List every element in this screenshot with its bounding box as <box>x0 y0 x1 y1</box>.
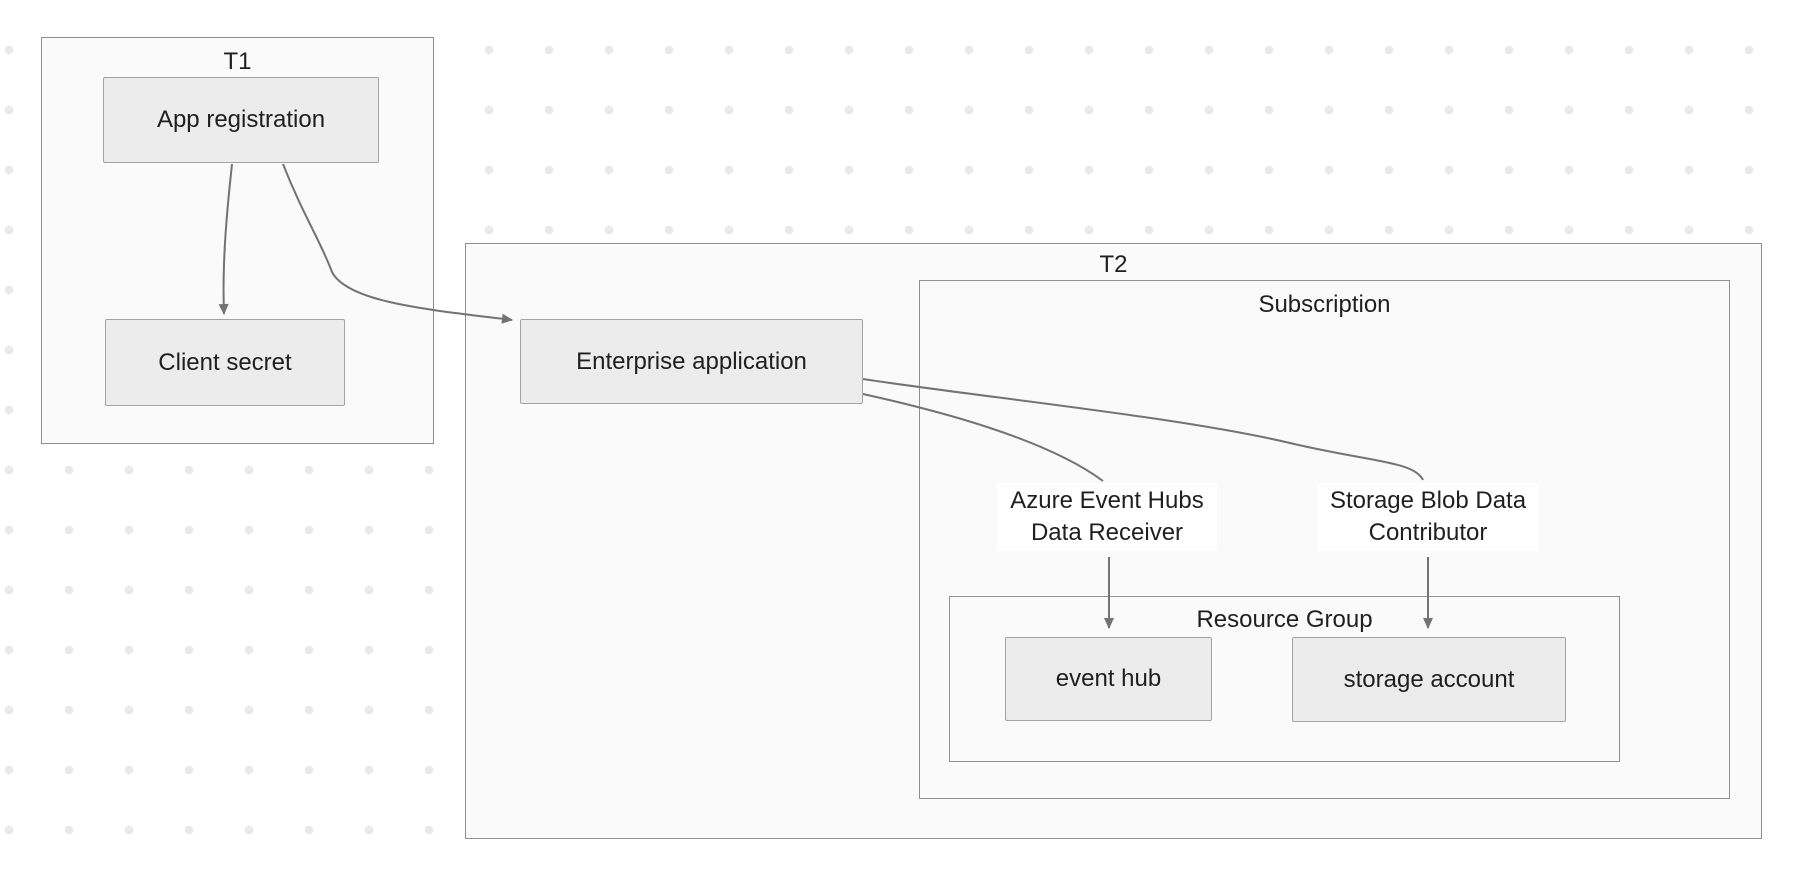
cluster-subscription-label: Subscription <box>1258 291 1391 318</box>
node-client-secret-label: Client secret <box>158 348 292 376</box>
cluster-resource-group-label: Resource Group <box>1196 606 1373 633</box>
edge-label-storage-line2: Contributor <box>1368 519 1488 546</box>
edge-label-event-hubs-data-receiver: Azure Event Hubs Data Receiver <box>997 483 1217 551</box>
node-app-registration: App registration <box>103 77 379 163</box>
node-storage-account: storage account <box>1292 637 1566 722</box>
node-event-hub: event hub <box>1005 637 1212 721</box>
node-enterprise-application-label: Enterprise application <box>576 347 807 375</box>
node-client-secret: Client secret <box>105 319 345 406</box>
edge-label-event-hubs-line1: Azure Event Hubs <box>1010 487 1204 514</box>
node-event-hub-label: event hub <box>1055 665 1162 692</box>
node-enterprise-application: Enterprise application <box>520 319 863 404</box>
edge-label-event-hubs-line2: Data Receiver <box>1030 519 1184 546</box>
edge-label-storage-line1: Storage Blob Data <box>1329 487 1527 514</box>
node-storage-account-label: storage account <box>1343 665 1515 693</box>
edge-label-storage-blob-data-contributor: Storage Blob Data Contributor <box>1318 483 1538 551</box>
node-app-registration-label: App registration <box>156 106 326 133</box>
cluster-t2-label: T2 <box>1099 251 1128 278</box>
cluster-t1-label: T1 <box>223 48 252 75</box>
